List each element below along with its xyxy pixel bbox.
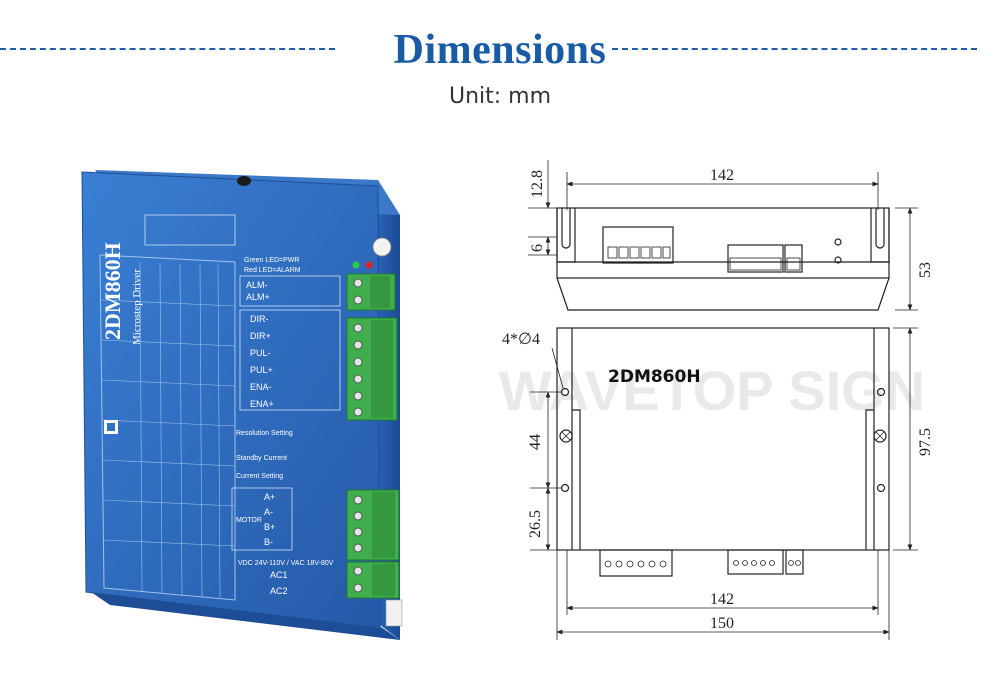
terminal-label-ena-plus: ENA+ [250, 399, 274, 409]
terminal-label-dir-plus: DIR+ [250, 331, 271, 341]
top-width-label: 142 [710, 167, 734, 184]
motor-terminal-block [346, 489, 400, 561]
terminal-label-dir-minus: DIR- [250, 314, 269, 324]
front-model-label: 2DM860H [608, 367, 701, 387]
inner-width-label: 142 [710, 591, 734, 608]
terminal-label-alm-minus: ALM- [246, 280, 268, 290]
top-height-label: 53 [917, 262, 934, 278]
watermark: WAVETOP SIGN [499, 359, 925, 422]
terminal-label-b-minus: B- [264, 537, 273, 547]
front-height-label: 97.5 [917, 428, 934, 456]
alarm-led [365, 261, 373, 269]
current-label: Current Setting [236, 473, 283, 480]
standby-label: Standby Current [236, 455, 287, 462]
terminal-label-ac1: AC1 [270, 570, 288, 580]
terminal-label-alm-plus: ALM+ [246, 292, 270, 302]
power-spec-text: VDC 24V-110V / VAC 18V-80V [238, 560, 334, 567]
hole-offset-label: 6 [529, 244, 546, 252]
signal-terminal-block [346, 317, 398, 421]
barcode-sticker [385, 599, 403, 627]
terminal-label-ena-minus: ENA- [250, 382, 272, 392]
terminal-label-b-plus: B+ [264, 522, 275, 532]
alarm-terminal-block [346, 273, 396, 311]
driver-photo: 2DM860H Microstep Driver Green LED=PWR R… [81, 170, 403, 640]
hole-label: 4*∅4 [502, 331, 540, 348]
motor-label: MOTOR [236, 517, 262, 524]
terminal-label-pul-minus: PUL- [250, 348, 271, 358]
front-view-drawing [530, 327, 918, 640]
terminal-label-pul-plus: PUL+ [250, 365, 273, 375]
pwr-led [352, 261, 360, 269]
hole-bottom-label: 26.5 [527, 510, 544, 538]
subtitle-text-photo: Microstep Driver [131, 269, 143, 345]
outer-width-label: 150 [710, 615, 734, 632]
led-label-alarm: Red LED=ALARM [244, 267, 301, 274]
terminal-label-a-plus: A+ [264, 492, 275, 502]
hole-spacing-label: 44 [527, 434, 544, 450]
left-dashed-rule [0, 48, 335, 50]
resolution-label: Resolution Setting [236, 430, 293, 437]
right-dashed-rule [612, 48, 977, 50]
top-view-drawing [528, 160, 918, 311]
page-title: Dimensions [393, 27, 607, 73]
terminal-label-ac2: AC2 [270, 586, 288, 596]
settings-table-grid [100, 261, 236, 599]
terminal-label-a-minus: A- [264, 507, 273, 517]
led-label-pwr: Green LED=PWR [244, 257, 299, 264]
ce-badge [372, 237, 392, 257]
unit-caption: Unit: mm [448, 84, 552, 109]
model-text-photo: 2DM860H [100, 242, 125, 340]
power-terminal-block [346, 561, 400, 599]
flange-label: 12.8 [529, 170, 546, 198]
